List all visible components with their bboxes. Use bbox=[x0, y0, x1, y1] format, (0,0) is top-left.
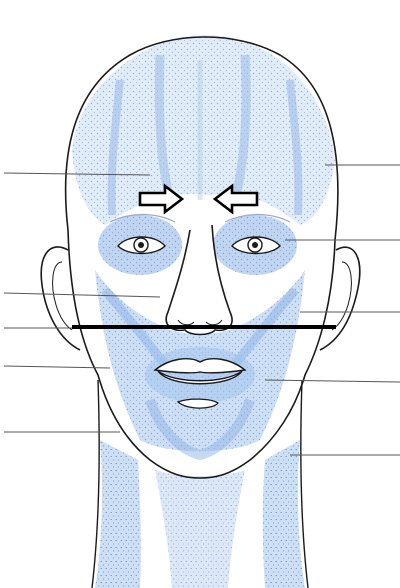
diagram-canvas bbox=[0, 0, 400, 588]
face-muscle-diagram bbox=[0, 0, 400, 588]
